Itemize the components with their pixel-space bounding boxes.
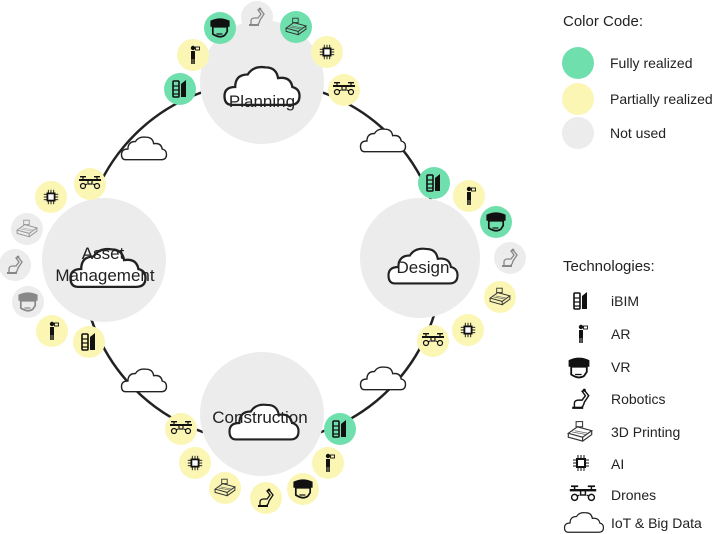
phase-construction-node: Construction — [200, 352, 324, 476]
legend-label: Drones — [611, 487, 656, 503]
tech-badge-construction-vr — [287, 473, 319, 505]
cloud-icon — [359, 366, 407, 391]
cloud-icon — [563, 512, 605, 533]
legend-title: Technologies: — [563, 258, 655, 275]
cloud-icon — [359, 128, 407, 153]
tech-badge-construction-ibim — [324, 413, 356, 445]
legend-label: Fully realized — [610, 55, 692, 71]
tech-badge-planning-robotics — [241, 1, 273, 33]
legend-label: IoT & Big Data — [611, 515, 702, 531]
printing-3d-icon — [567, 420, 593, 442]
tech-badge-design-printing3d — [484, 281, 516, 313]
legend-label: Robotics — [611, 391, 665, 407]
phase-planning-node: Planning — [200, 20, 324, 144]
tech-badge-planning-ai — [311, 36, 343, 68]
status-circle-fully — [418, 167, 450, 199]
status-circle-partial — [250, 482, 282, 514]
tech-badge-asset-ai — [35, 181, 67, 213]
ibim-icon — [573, 291, 588, 310]
tech-badge-construction-robotics — [250, 482, 282, 514]
tech-badge-planning-ibim — [164, 73, 196, 105]
status-circle-fully — [164, 73, 196, 105]
tech-badge-asset-ibim — [73, 326, 105, 358]
tech-badge-design-robotics — [494, 242, 526, 274]
legend-technologies: Technologies: iBIM AR VR Robotics 3D Pri… — [563, 258, 702, 533]
tech-badge-construction-printing3d — [209, 472, 241, 504]
legend-swatch-partial — [562, 83, 594, 115]
tech-badge-construction-drones — [165, 413, 197, 445]
tech-badge-planning-drones — [328, 74, 360, 106]
ar-icon — [578, 324, 588, 344]
tech-badge-asset-drones — [74, 168, 106, 200]
status-circle-partial — [73, 326, 105, 358]
status-circle-unused — [494, 242, 526, 274]
tech-badge-asset-vr — [12, 286, 44, 318]
tech-badge-asset-printing3d — [11, 213, 43, 245]
phase-label: Planning — [229, 92, 295, 111]
legend-color-code: Color Code: Fully realized Partially rea… — [562, 13, 713, 149]
phase-design-node: Design — [360, 198, 480, 318]
drone-icon — [568, 484, 598, 502]
legend-swatch-unused — [562, 117, 594, 149]
technology-badges — [0, 1, 526, 514]
cloud-icon — [120, 368, 168, 393]
phase-label: Design — [397, 258, 450, 277]
tech-badge-planning-ar — [177, 39, 209, 71]
phase-label: Management — [55, 266, 155, 285]
tech-badge-design-drones — [417, 325, 449, 357]
legend-label: iBIM — [611, 293, 639, 309]
robotics-icon — [571, 388, 590, 410]
legend-label: AI — [611, 456, 624, 472]
status-circle-fully — [324, 413, 356, 445]
tech-badge-design-ai — [452, 314, 484, 346]
legend-title: Color Code: — [563, 13, 643, 30]
tech-badge-asset-ar — [36, 315, 68, 347]
phase-asset-management-node: Asset Management — [42, 198, 166, 322]
tech-badge-construction-ai — [179, 447, 211, 479]
phase-label: Construction — [212, 408, 307, 427]
legend-label: VR — [611, 359, 630, 375]
legend-swatch-fully — [562, 47, 594, 79]
phase-label: Asset — [82, 244, 125, 263]
legend-label: AR — [611, 326, 630, 342]
tech-badge-design-ar — [453, 180, 485, 212]
status-circle-partial — [287, 473, 319, 505]
status-circle-unused — [12, 286, 44, 318]
legend-label: Not used — [610, 125, 666, 141]
vr-icon — [567, 356, 591, 379]
status-circle-fully — [480, 206, 512, 238]
ai-icon — [572, 454, 590, 472]
legend-label: 3D Printing — [611, 424, 680, 440]
tech-badge-planning-printing3d — [280, 11, 312, 43]
status-circle-unused — [241, 1, 273, 33]
tech-badge-construction-ar — [312, 447, 344, 479]
tech-badge-planning-vr — [204, 12, 236, 44]
tech-badge-asset-robotics — [0, 249, 31, 281]
status-circle-unused — [0, 249, 31, 281]
legend-label: Partially realized — [610, 91, 713, 107]
tech-badge-design-vr — [480, 206, 512, 238]
status-circle-fully — [204, 12, 236, 44]
tech-badge-design-ibim — [418, 167, 450, 199]
